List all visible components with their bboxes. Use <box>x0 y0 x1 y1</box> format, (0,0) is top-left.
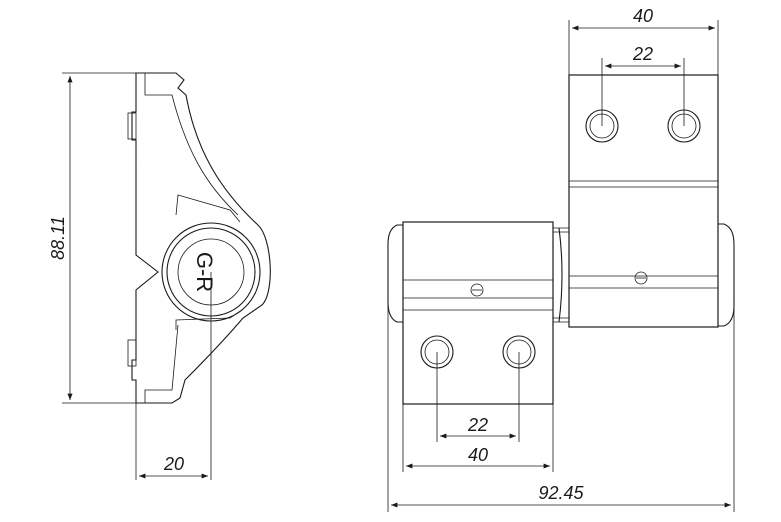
right-end-cap <box>718 223 735 327</box>
upper-tab <box>127 112 137 140</box>
left-end-cap <box>387 224 403 323</box>
side-view-inner-edge-lower <box>144 324 179 403</box>
side-view-outline <box>131 72 271 404</box>
lower-tab <box>127 339 137 367</box>
upper-set-screw <box>634 271 648 285</box>
logo-text: G-R <box>192 252 217 292</box>
lower-block <box>402 221 554 405</box>
dim-bottom-holes-label: 22 <box>467 415 488 435</box>
lower-set-screw <box>470 283 484 297</box>
upper-block <box>568 74 719 328</box>
dim-top-holes-label: 22 <box>632 44 653 64</box>
dim-top-holes: 22 <box>601 44 685 126</box>
dim-top-outer: 40 <box>568 6 719 75</box>
upper-ear <box>175 194 241 223</box>
side-view: G-R <box>127 72 271 404</box>
dim-bottom-outer-label: 40 <box>468 445 488 465</box>
dim-height-label: 88.11 <box>48 216 68 260</box>
dim-top-outer-label: 40 <box>633 6 653 26</box>
dim-side-width: 20 <box>135 272 212 480</box>
knuckle-joint <box>553 227 569 323</box>
dim-bottom-outer: 40 <box>402 404 554 472</box>
dim-bottom-holes: 22 <box>436 352 520 442</box>
side-view-inner-edge <box>144 73 239 216</box>
front-view <box>387 74 735 405</box>
lower-ear <box>175 309 243 330</box>
dim-side-width-label: 20 <box>163 454 184 474</box>
dim-height: 88.11 <box>48 72 136 404</box>
dim-overall-width: 92.45 <box>387 300 735 512</box>
dim-overall-width-label: 92.45 <box>538 483 584 503</box>
